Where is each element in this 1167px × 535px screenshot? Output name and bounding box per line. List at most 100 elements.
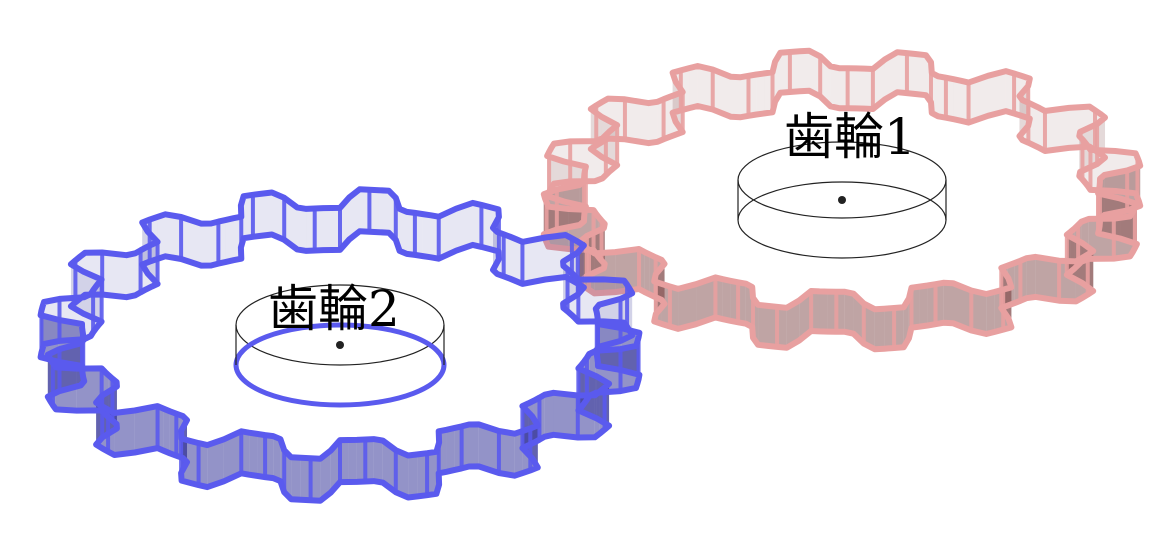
- gear-wall: [847, 68, 857, 109]
- gear-wall: [874, 308, 885, 350]
- gear-wall: [799, 50, 810, 92]
- gear-wall: [844, 291, 854, 334]
- gear-wall: [469, 424, 479, 467]
- gear-wall: [678, 284, 697, 329]
- gear-wall: [265, 435, 274, 479]
- gear-wall: [620, 345, 636, 392]
- gear-wall: [340, 440, 349, 483]
- gear-wall: [201, 223, 211, 266]
- gear-wall: [836, 291, 845, 332]
- gear-wall: [340, 197, 350, 250]
- gear-wall: [382, 440, 396, 493]
- gear-wall: [1035, 256, 1060, 301]
- gear-wall: [827, 291, 837, 332]
- gear-wall: [987, 71, 1006, 116]
- gear-wall: [545, 234, 566, 280]
- gear-wall: [758, 304, 768, 346]
- gear-wall: [422, 214, 431, 258]
- gear-wall: [1085, 142, 1089, 187]
- gear-wall: [1034, 105, 1040, 149]
- gear-wall: [689, 66, 698, 109]
- gear-wall: [911, 286, 920, 328]
- gear-wall: [225, 218, 234, 262]
- gear-wall: [777, 306, 787, 348]
- gear-wall: [594, 391, 600, 438]
- gear-wall: [648, 101, 658, 144]
- gear-wall: [252, 193, 263, 237]
- gear-wall: [697, 66, 713, 110]
- gear-wall: [595, 213, 599, 258]
- gear-wall: [126, 253, 136, 298]
- gear-wall: [916, 54, 926, 96]
- hub-bottom: [737, 181, 947, 259]
- gear-1: [540, 47, 1144, 353]
- gear-wall: [522, 237, 546, 284]
- gear-wall: [906, 53, 917, 95]
- gear-wall: [953, 283, 972, 331]
- gear-wall: [395, 450, 409, 498]
- gear-bottom-outline: [540, 87, 1144, 353]
- gear-top-outline: [37, 186, 643, 462]
- gear-wall: [884, 308, 895, 349]
- gear-wall: [624, 99, 649, 144]
- gear-wall: [1044, 107, 1069, 151]
- gear-wall: [369, 189, 380, 233]
- gear-wall: [730, 76, 741, 118]
- gear-wall: [811, 290, 820, 332]
- gear-wall: [446, 428, 455, 472]
- gear-2-label: 歯輪2: [268, 280, 400, 338]
- gear-wall: [80, 252, 86, 299]
- gear-wall: [809, 50, 821, 97]
- gear-wall: [872, 59, 885, 110]
- gear-wall: [323, 207, 332, 251]
- gear-wall: [408, 454, 418, 498]
- gear-wall: [373, 439, 383, 483]
- gear-wall: [856, 68, 865, 109]
- gear-wall: [414, 212, 423, 257]
- gear-wall: [262, 192, 272, 236]
- gear-wall: [553, 392, 578, 438]
- gear-wall: [498, 431, 515, 476]
- gear-wall: [331, 207, 340, 250]
- gear-wall: [243, 194, 253, 239]
- gear-wall: [1079, 131, 1081, 177]
- gear-wall: [756, 73, 765, 115]
- gear-wall: [764, 72, 773, 114]
- gear-wall: [1026, 256, 1036, 299]
- gear-wall: [349, 189, 360, 240]
- gear-wall: [544, 392, 554, 437]
- gear-wall: [181, 216, 202, 266]
- gear-wall: [786, 300, 800, 348]
- gear-center-point: [838, 196, 846, 204]
- gear-wall: [478, 424, 499, 474]
- gear-wall: [819, 291, 828, 332]
- gear-wall: [799, 290, 812, 341]
- gear-center-point: [336, 341, 344, 349]
- gear-wall: [696, 277, 716, 325]
- gear-wall: [163, 408, 170, 454]
- gear-top-outline: [540, 47, 1144, 313]
- gear-wall: [722, 279, 731, 321]
- gear-wall: [986, 291, 995, 334]
- gear-wall: [884, 52, 898, 100]
- gear-wall: [284, 197, 298, 250]
- gear-wall: [310, 458, 321, 501]
- gear-wall: [629, 289, 633, 336]
- gear-wall: [767, 305, 778, 347]
- gear-wall: [306, 208, 315, 251]
- gear-wall: [291, 457, 301, 500]
- gear-wall: [839, 68, 848, 109]
- gear-wall: [438, 208, 457, 259]
- gear-wall: [102, 252, 127, 298]
- gear-wall: [207, 439, 224, 488]
- gear-wall: [249, 432, 258, 476]
- gear-wall: [314, 208, 324, 251]
- gear-wall: [273, 436, 281, 482]
- gear-wall: [359, 189, 370, 232]
- gear-wall: [472, 202, 482, 247]
- gear-wall: [134, 406, 158, 453]
- gear-wall: [897, 52, 907, 94]
- gear-wall: [223, 431, 242, 482]
- gear-wall: [820, 56, 831, 107]
- gear-wall: [417, 453, 428, 497]
